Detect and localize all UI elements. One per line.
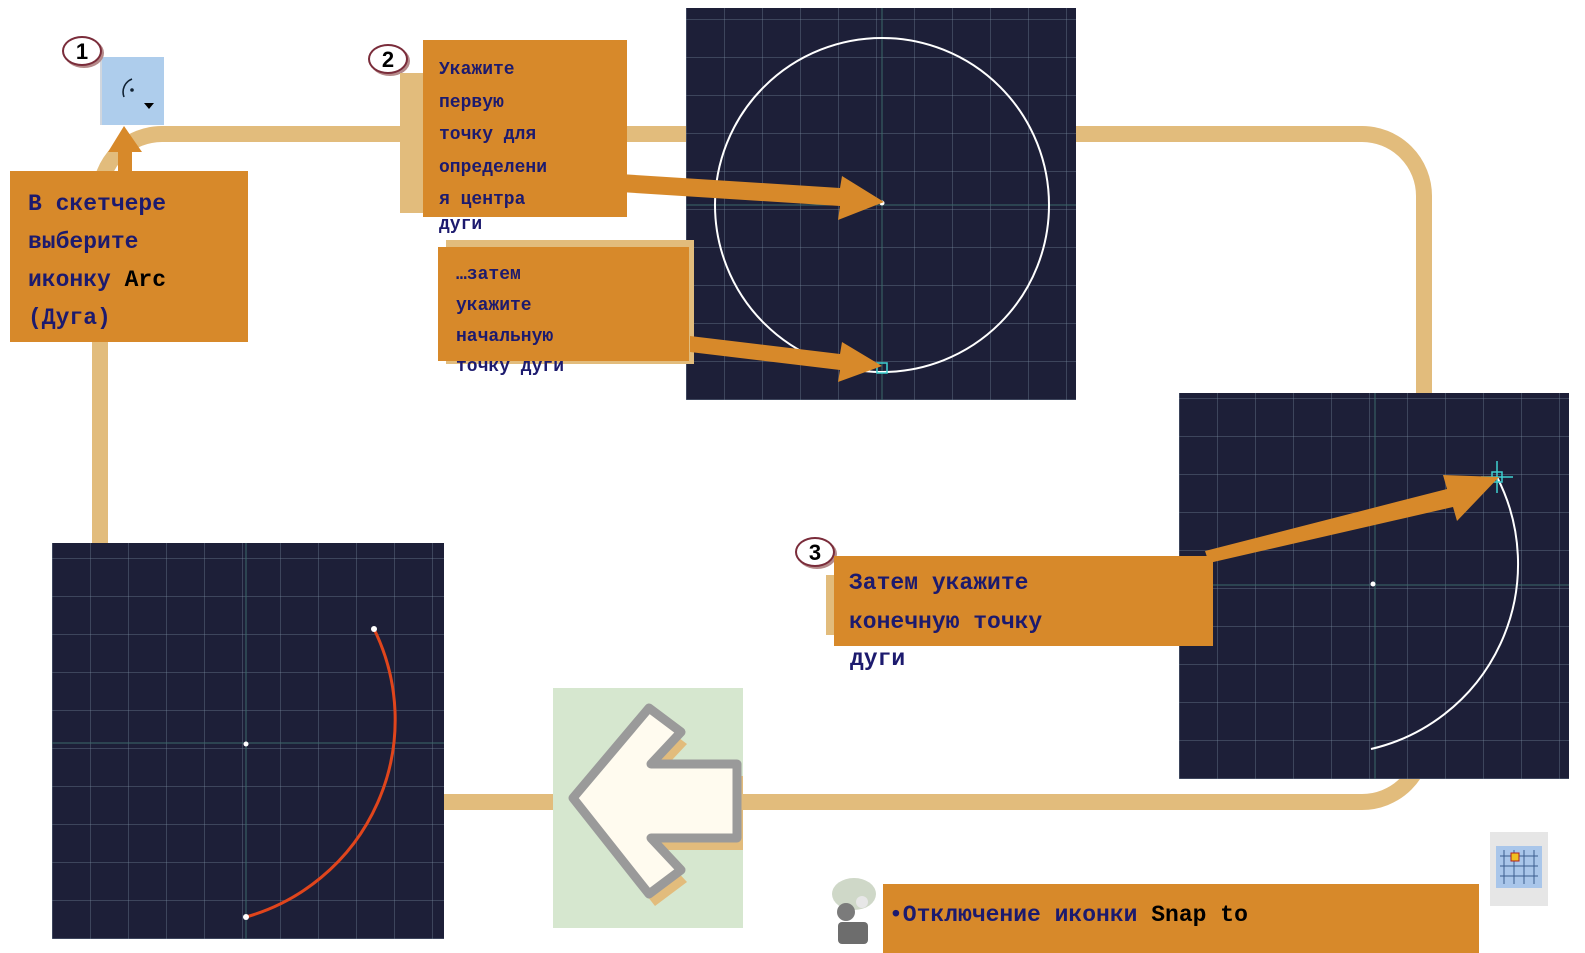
preview-circle [714,37,1050,373]
step2-sub-line-2: укажите [456,296,532,316]
step2-overflow-text: дуги [439,215,483,235]
endpoint-preview [1179,393,1569,779]
step3-overflow-text: дуги [850,646,906,672]
left-arrow-icon [568,703,743,906]
step-badge-1: 1 [62,36,102,66]
snap-note-text: •Отключение иконки [889,902,1152,928]
step1-text: В скетчере выберите иконку [28,191,167,293]
center-point [243,741,249,747]
arc-end-point [243,914,249,920]
snap-note-callout: •Отключение иконки Snap to [883,884,1479,953]
step2-callout: Укажите первую точку для определени я це… [423,40,627,217]
result-preview [52,543,444,939]
step3-arrow [1205,475,1499,563]
step2-sub-overflow-text: точку дуги [456,357,565,377]
step3-line-1: Затем укажите [849,570,1029,596]
center-point [1370,581,1376,587]
sketch-panel-result [52,543,444,939]
helper-figure-icon [828,872,886,944]
snap-note-term: Snap to [1151,902,1248,928]
sketch-panel-endpoint [1179,393,1569,779]
step2-line-4: определени [439,157,548,178]
step1-text-tail: (Дуга) [28,305,111,331]
start-point-marker [876,362,888,374]
step-badge-2: 2 [368,44,408,74]
step2-sub-callout: …затем укажите начальную [438,247,689,361]
step3-line-2: конечную точку [849,609,1043,635]
sketch-panel-center [686,8,1076,400]
step1-callout: В скетчере выберите иконку Arc (Дуга) [10,171,248,342]
snap-to-point-icon[interactable] [1490,832,1548,906]
step2-sub-line-3: начальную [456,327,554,347]
result-arc [245,628,397,919]
step2-sub-line-1: …затем [456,265,521,285]
step-badge-3: 3 [795,537,835,567]
arc-start-point [371,626,377,632]
step3-callout: Затем укажите конечную точку [834,556,1213,646]
back-arrow-image [553,688,743,928]
step2-arrows [620,174,884,382]
arrow-up-to-icon [108,126,142,178]
preview-arc [1370,476,1520,750]
step2-line-1: Укажите [439,60,515,80]
step2-line-5: я центра [439,190,526,210]
step2-line-2: первую [439,92,504,113]
circle-preview [686,8,1076,400]
step1-arc-term: Arc [124,267,167,293]
arc-tool-icon[interactable] [100,57,164,125]
step2-line-3: точку для [439,125,537,145]
